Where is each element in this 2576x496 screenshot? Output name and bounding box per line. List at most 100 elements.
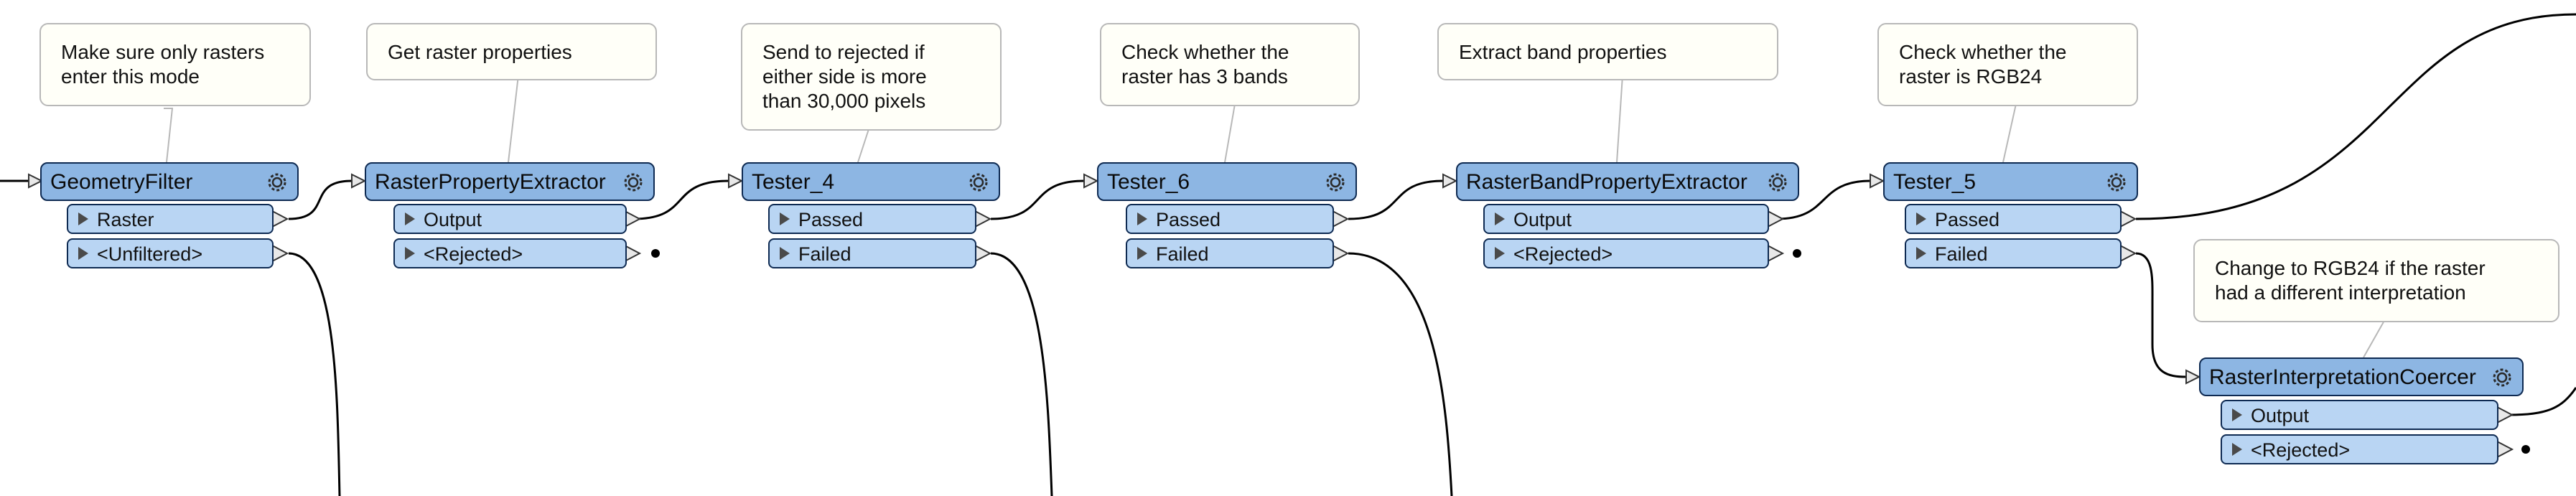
annotation-line: raster is RGB24 xyxy=(1899,65,2043,88)
output-port-icon xyxy=(1332,244,1350,263)
connection-wire xyxy=(2135,252,2187,378)
annotation-a2[interactable]: Get raster properties xyxy=(366,23,657,80)
port-unfiltered[interactable]: <Unfiltered> xyxy=(67,238,274,268)
transformer-rasterpropertyextractor[interactable]: RasterPropertyExtractor xyxy=(365,162,655,201)
port-passed[interactable]: Passed xyxy=(768,204,976,234)
input-port-icon xyxy=(2185,369,2201,385)
port-label: <Unfiltered> xyxy=(97,243,203,265)
port-failed[interactable]: Failed xyxy=(1126,238,1334,268)
output-port-icon xyxy=(1767,210,1785,228)
port-passed[interactable]: Passed xyxy=(1126,204,1334,234)
port-label: Passed xyxy=(1935,209,2000,230)
gear-icon[interactable] xyxy=(2489,365,2515,390)
port-label: <Rejected> xyxy=(1513,243,1613,265)
connection-wire xyxy=(1776,179,1871,220)
output-port-icon xyxy=(2496,406,2514,424)
port-passed[interactable]: Passed xyxy=(1905,204,2122,234)
output-port-icon xyxy=(1332,210,1350,228)
annotation-pointer xyxy=(164,108,174,163)
annotation-a7[interactable]: Change to RGB24 if the raster had a diff… xyxy=(2193,239,2559,322)
annotation-a5[interactable]: Extract band properties xyxy=(1437,23,1778,80)
port-output[interactable]: Output xyxy=(1483,204,1769,234)
output-port-icon xyxy=(271,244,289,263)
annotation-line: Check whether the xyxy=(1899,41,2067,63)
triangle-right-icon[interactable] xyxy=(405,247,415,260)
port-label: Failed xyxy=(798,243,851,265)
port-rejected[interactable]: <Rejected> xyxy=(2221,434,2498,464)
annotation-line: Send to rejected if xyxy=(762,41,925,63)
gear-icon[interactable] xyxy=(1322,169,1348,195)
port-label: Output xyxy=(2251,405,2310,426)
triangle-right-icon[interactable] xyxy=(1916,247,1926,260)
port-output[interactable]: Output xyxy=(2221,400,2498,430)
port-rejected[interactable]: <Rejected> xyxy=(1483,238,1769,268)
port-failed[interactable]: Failed xyxy=(1905,238,2122,268)
triangle-right-icon[interactable] xyxy=(78,247,88,260)
transformer-title: Tester_5 xyxy=(1893,170,1977,194)
transformer-rasterbandpropertyextractor[interactable]: RasterBandPropertyExtractor xyxy=(1456,162,1799,201)
gear-icon[interactable] xyxy=(264,169,290,195)
transformer-title: Tester_4 xyxy=(752,170,835,194)
connection-wire xyxy=(2135,13,2576,220)
port-label: Raster xyxy=(97,209,154,230)
transformer-title: RasterPropertyExtractor xyxy=(375,170,606,194)
triangle-right-icon[interactable] xyxy=(2232,408,2242,421)
connection-wire xyxy=(990,179,1085,220)
connection-wire xyxy=(990,252,1053,496)
port-label: Output xyxy=(424,209,482,230)
gear-icon[interactable] xyxy=(620,169,646,195)
port-raster[interactable]: Raster xyxy=(67,204,274,234)
triangle-right-icon[interactable] xyxy=(1495,247,1505,260)
triangle-right-icon[interactable] xyxy=(1137,247,1147,260)
annotation-line: Change to RGB24 if the raster xyxy=(2215,257,2486,279)
input-port-icon xyxy=(728,173,744,189)
input-port-icon xyxy=(1083,173,1099,189)
annotation-a1[interactable]: Make sure only rasters enter this mode xyxy=(39,23,311,106)
port-rejected[interactable]: <Rejected> xyxy=(393,238,627,268)
annotation-line: enter this mode xyxy=(61,65,200,88)
output-port-icon xyxy=(1767,244,1785,263)
triangle-right-icon[interactable] xyxy=(405,212,415,225)
annotation-line: Extract band properties xyxy=(1459,41,1667,63)
port-failed[interactable]: Failed xyxy=(768,238,976,268)
port-label: <Rejected> xyxy=(424,243,523,265)
connection-wire xyxy=(288,252,341,496)
transformer-title: Tester_6 xyxy=(1107,170,1190,194)
annotation-line: either side is more xyxy=(762,65,927,88)
transformer-tester-6[interactable]: Tester_6 xyxy=(1097,162,1357,201)
annotation-a3[interactable]: Send to rejected if either side is more … xyxy=(741,23,1002,131)
port-output[interactable]: Output xyxy=(393,204,627,234)
input-port-icon xyxy=(1870,173,1885,189)
transformer-title: GeometryFilter xyxy=(50,170,193,194)
transformer-rasterinterpretationcoercer[interactable]: RasterInterpretationCoercer xyxy=(2199,357,2524,396)
triangle-right-icon[interactable] xyxy=(780,247,790,260)
transformer-tester-4[interactable]: Tester_4 xyxy=(742,162,1000,201)
output-port-icon xyxy=(974,244,992,263)
gear-icon[interactable] xyxy=(2104,169,2129,195)
triangle-right-icon[interactable] xyxy=(1495,212,1505,225)
port-label: Output xyxy=(1513,209,1572,230)
connection-wire xyxy=(1348,179,1444,220)
transformer-geometryfilter[interactable]: GeometryFilter xyxy=(40,162,299,201)
triangle-right-icon[interactable] xyxy=(1137,212,1147,225)
annotation-line: than 30,000 pixels xyxy=(762,90,926,112)
port-end-dot xyxy=(651,249,660,258)
gear-icon[interactable] xyxy=(966,169,991,195)
input-port-icon xyxy=(351,173,367,189)
transformer-tester-5[interactable]: Tester_5 xyxy=(1883,162,2138,201)
input-port-icon xyxy=(1442,173,1458,189)
triangle-right-icon[interactable] xyxy=(780,212,790,225)
annotation-pointer xyxy=(847,128,870,163)
annotation-pointer xyxy=(497,75,520,163)
triangle-right-icon[interactable] xyxy=(1916,212,1926,225)
annotation-a6[interactable]: Check whether the raster is RGB24 xyxy=(1877,23,2138,106)
triangle-right-icon[interactable] xyxy=(78,212,88,225)
output-port-icon xyxy=(624,244,642,263)
triangle-right-icon[interactable] xyxy=(2232,443,2242,456)
annotation-line: Get raster properties xyxy=(388,41,572,63)
transformer-title: RasterInterpretationCoercer xyxy=(2209,365,2476,389)
port-end-dot xyxy=(1793,249,1801,258)
gear-icon[interactable] xyxy=(1765,169,1791,195)
annotation-a4[interactable]: Check whether the raster has 3 bands xyxy=(1100,23,1360,106)
input-port-icon xyxy=(28,173,44,189)
